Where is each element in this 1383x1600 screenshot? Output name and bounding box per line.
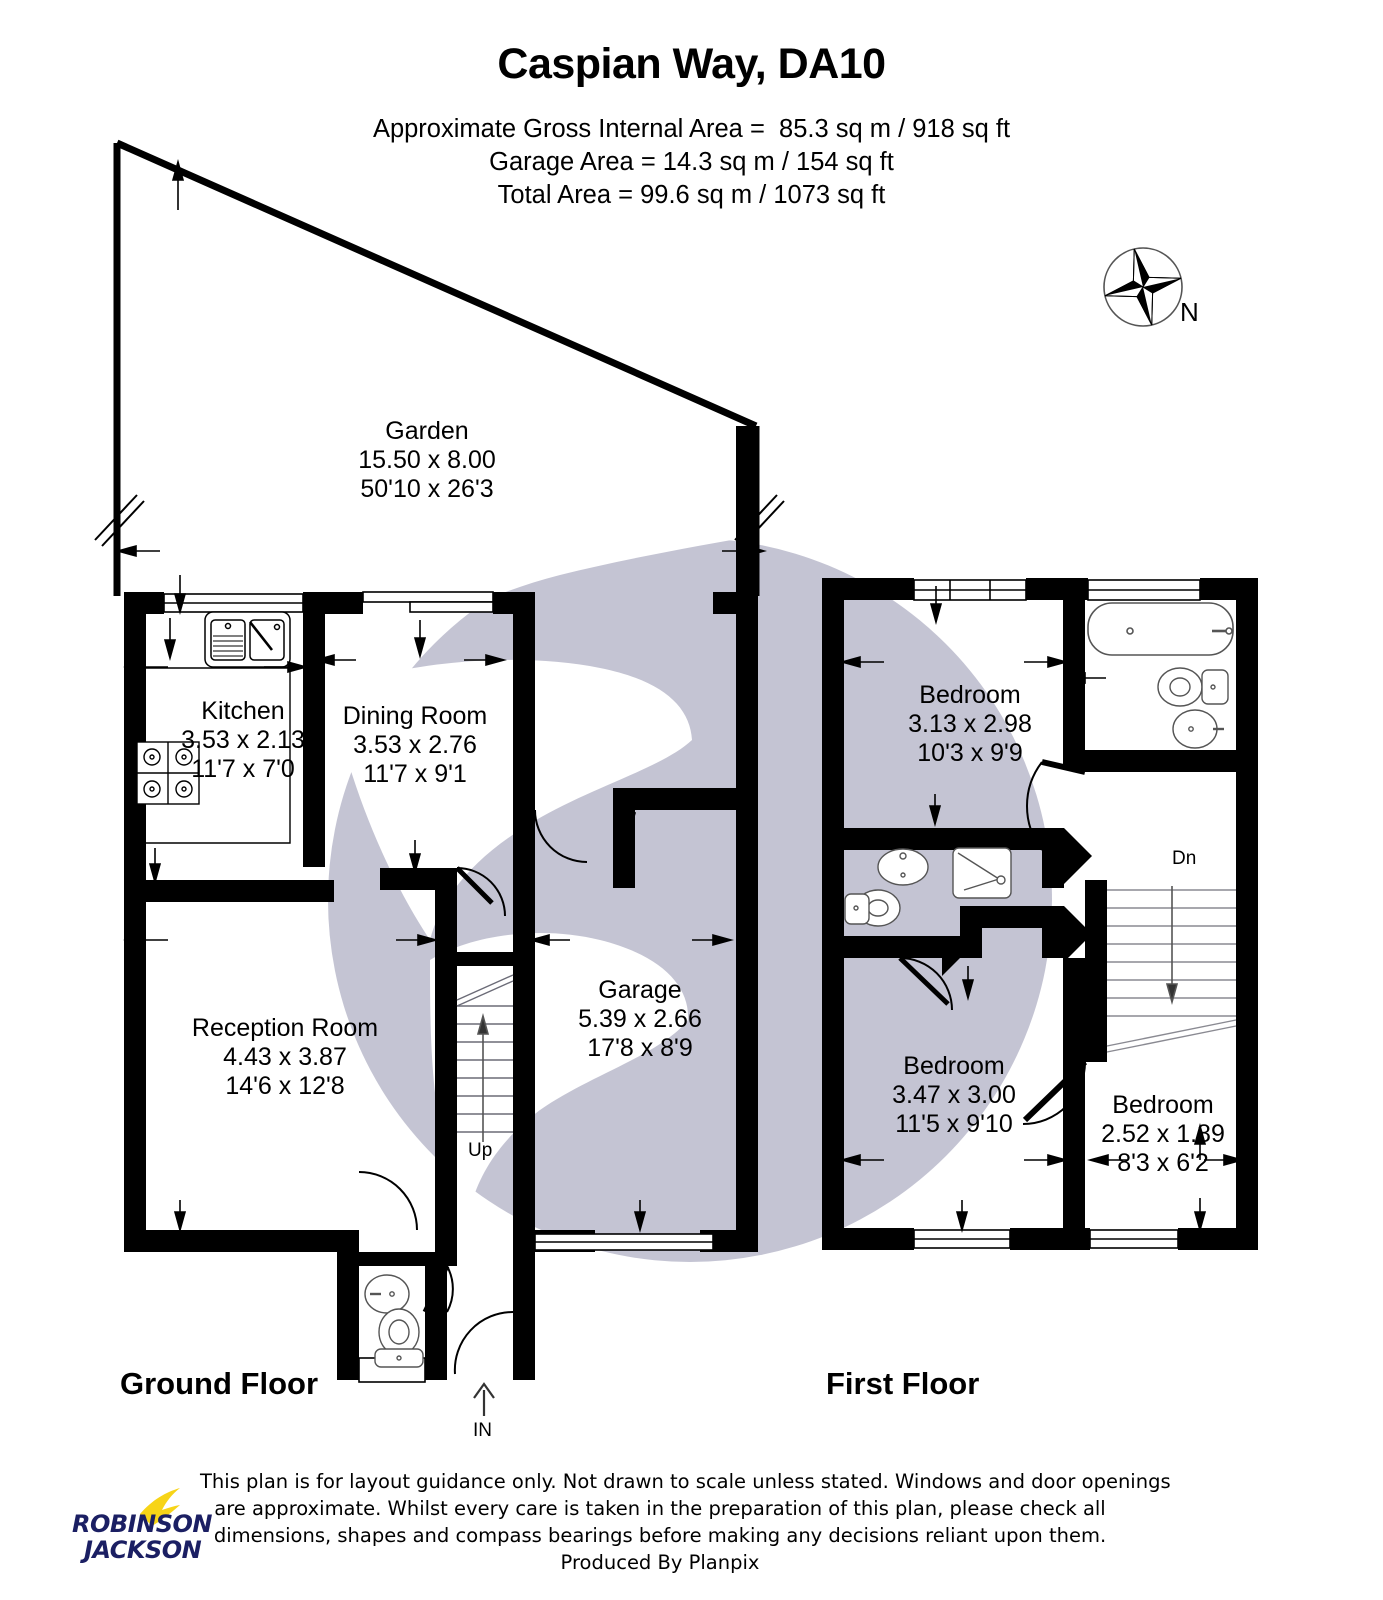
bath-icon: [1087, 602, 1234, 656]
kitchen-units: [146, 667, 291, 844]
landing-edge-detail: [942, 828, 1092, 976]
bedroom3-imperial: 8'3 x 6'2: [1117, 1149, 1209, 1177]
disclaimer-line-2: are approximate. Whilst every care is ta…: [214, 1497, 1106, 1520]
area-summary: Approximate Gross Internal Area = 85.3 s…: [0, 113, 1383, 212]
garden-metric: 15.50 x 8.00: [358, 446, 496, 474]
first-floor-stair-direction-arrow: [1165, 886, 1179, 1005]
kitchen-imperial: 11'7 x 7'0: [191, 755, 295, 783]
garage-area: Garage Area = 14.3 sq m / 154 sq ft: [489, 148, 894, 176]
kitchen-sink-icon: [204, 611, 291, 668]
wc-basin-icon: [364, 1274, 410, 1314]
ensuite-shower-icon: [952, 847, 1012, 899]
logo-line-1: ROBINSON: [72, 1510, 212, 1538]
ground-floor-caption: Ground Floor: [120, 1366, 319, 1401]
room-label-garage: Garage 5.39 x 2.66 17'8 x 8'9: [510, 976, 770, 1063]
reception-name: Reception Room: [191, 1014, 379, 1042]
disclaimer-text: This plan is for layout guidance only. N…: [200, 1468, 1171, 1576]
robinson-jackson-logo: ROBINSON JACKSON: [72, 1484, 212, 1568]
bedroom2-name: Bedroom: [903, 1052, 1005, 1080]
room-label-bedroom-2: Bedroom 3.47 x 3.00 11'5 x 9'10: [824, 1052, 1084, 1139]
ensuite-basin-icon: [877, 848, 929, 886]
bedroom1-metric: 3.13 x 2.98: [908, 710, 1032, 738]
dining-metric: 3.53 x 2.76: [353, 731, 477, 759]
kitchen-hob-icon: [136, 741, 200, 805]
ground-floor-windows: [163, 591, 714, 1383]
dining-name: Dining Room: [342, 702, 488, 730]
first-floor-door-swings: [898, 759, 1088, 1125]
dining-imperial: 11'7 x 9'1: [363, 760, 467, 788]
ground-floor-door-swings: [358, 809, 588, 1375]
ground-floor-stair-direction-arrow: [476, 1013, 490, 1142]
entrance-arrow-icon: [473, 1382, 495, 1416]
room-label-kitchen: Kitchen 3.53 x 2.13 11'7 x 7'0: [113, 697, 373, 784]
room-label-garden: Garden 15.50 x 8.00 50'10 x 26'3: [297, 417, 557, 504]
room-label-bedroom-1: Bedroom 3.13 x 2.98 10'3 x 9'9: [840, 681, 1100, 768]
garage-imperial: 17'8 x 8'9: [587, 1034, 693, 1062]
bathroom-toilet-icon: [1157, 667, 1229, 707]
wc-toilet-icon: [374, 1308, 424, 1368]
garage-metric: 5.39 x 2.66: [578, 1005, 702, 1033]
dimension-arrows: [115, 159, 1245, 1233]
compass-rose-icon: [1103, 247, 1183, 327]
bedroom1-imperial: 10'3 x 9'9: [917, 739, 1023, 767]
gross-internal-area: Approximate Gross Internal Area = 85.3 s…: [372, 115, 1011, 143]
disclaimer-line-3: dimensions, shapes and compass bearings …: [213, 1524, 1107, 1547]
disclaimer-line-1: This plan is for layout guidance only. N…: [200, 1470, 1171, 1493]
bedroom2-metric: 3.47 x 3.00: [892, 1081, 1016, 1109]
garden-imperial: 50'10 x 26'3: [360, 475, 494, 503]
garage-name: Garage: [598, 976, 682, 1004]
stairs-down-label: Dn: [1172, 848, 1197, 869]
entrance-label: IN: [473, 1420, 492, 1441]
reception-imperial: 14'6 x 12'8: [225, 1072, 345, 1100]
garden-fence-break-left: [94, 494, 145, 547]
compass-north-label: N: [1180, 297, 1199, 327]
room-label-dining: Dining Room 3.53 x 2.76 11'7 x 9'1: [285, 702, 545, 789]
bedroom2-imperial: 11'5 x 9'10: [895, 1110, 1013, 1138]
bedroom1-name: Bedroom: [919, 681, 1021, 709]
logo-line-2: JACKSON: [84, 1536, 202, 1564]
ensuite-toilet-icon: [844, 889, 901, 927]
first-floor-caption: First Floor: [826, 1366, 980, 1401]
room-label-reception: Reception Room 4.43 x 3.87 14'6 x 12'8: [155, 1014, 415, 1101]
kitchen-metric: 3.53 x 2.13: [181, 726, 305, 754]
total-area: Total Area = 99.6 sq m / 1073 sq ft: [497, 181, 886, 209]
bedroom3-name: Bedroom: [1112, 1091, 1214, 1119]
stairs-up-label: Up: [468, 1140, 493, 1161]
garden-name: Garden: [385, 417, 469, 445]
logo-arrow-icon: [140, 1488, 180, 1526]
disclaimer-line-4: Produced By Planpix: [560, 1551, 760, 1574]
page-title: Caspian Way, DA10: [497, 40, 886, 88]
bathroom-basin-icon: [1172, 709, 1224, 749]
kitchen-name: Kitchen: [201, 697, 285, 725]
reception-metric: 4.43 x 3.87: [223, 1043, 347, 1071]
room-label-bedroom-3: Bedroom 2.52 x 1.89 8'3 x 6'2: [1033, 1091, 1293, 1178]
bedroom3-metric: 2.52 x 1.89: [1101, 1120, 1225, 1148]
first-floor-windows: [913, 579, 1201, 1249]
